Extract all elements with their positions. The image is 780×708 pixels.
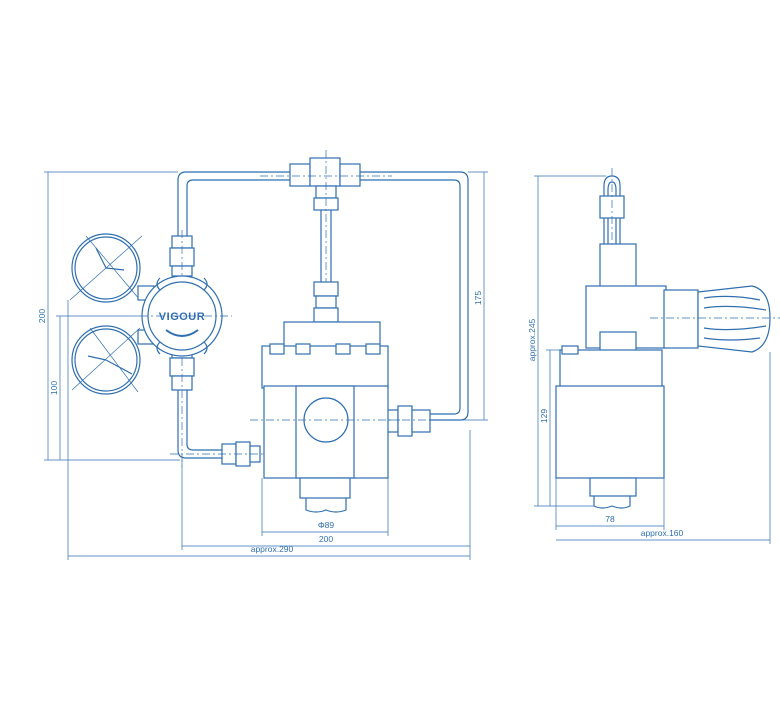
- top-tee-fitting: [260, 150, 392, 330]
- dim-body-diameter: Φ89: [318, 520, 335, 530]
- dim-height-tube: 175: [473, 291, 483, 305]
- side-dim-height-body: 129: [539, 409, 549, 423]
- front-view: VIGOUR approx.290: [37, 150, 488, 560]
- side-dim-width-body: 78: [605, 514, 615, 524]
- side-housing: [555, 285, 667, 509]
- regulator-body: [250, 321, 400, 513]
- side-dimensions: approx.245 129 78 approx.160: [527, 175, 771, 544]
- dim-width-span: 200: [319, 534, 333, 544]
- side-view: approx.245 129 78 approx.160: [527, 168, 780, 544]
- top-tube-loop: [177, 171, 469, 421]
- lower-pressure-gauge: [71, 325, 141, 395]
- dim-width-total: approx.290: [251, 544, 294, 554]
- inlet-fitting: [170, 441, 280, 467]
- dim-height-lower: 100: [49, 381, 59, 395]
- outlet-fitting: [370, 405, 440, 437]
- side-handwheel: [650, 285, 780, 353]
- side-dim-height-total: approx.245: [527, 318, 537, 361]
- dim-height-total: 200: [37, 309, 47, 323]
- front-dimensions: approx.290 200 Φ89 200 100 175: [37, 171, 488, 560]
- side-dim-width-total: approx.160: [641, 528, 684, 538]
- brand-logo: VIGOUR: [159, 311, 205, 323]
- regulator-knob: VIGOUR: [140, 275, 232, 357]
- upper-pressure-gauge: [69, 233, 143, 303]
